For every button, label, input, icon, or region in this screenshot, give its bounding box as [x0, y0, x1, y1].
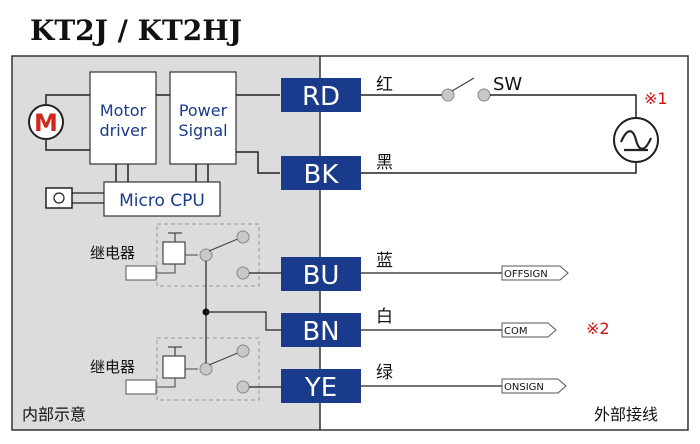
terminal-bu-code: BU — [303, 261, 340, 291]
output-arrow-onsign — [501, 378, 567, 394]
motor-lead-bottom — [45, 139, 90, 151]
relay-1-label: 继电器 — [90, 244, 135, 262]
page-title: KT2J / KT2HJ — [30, 14, 242, 47]
sensor-box — [45, 187, 73, 209]
relay-1 — [125, 223, 260, 287]
rd-line-b — [490, 94, 637, 118]
relay-2-label: 继电器 — [90, 358, 135, 376]
terminal-bk-code: BK — [304, 160, 340, 190]
wire-label-green: 绿 — [376, 363, 393, 383]
terminal-bu: BU — [281, 257, 361, 291]
wire-to-bk — [236, 151, 280, 174]
power-signal-label-2: Signal — [178, 121, 227, 140]
terminal-rd-code: RD — [302, 82, 340, 112]
terminal-ye-code: YE — [304, 373, 337, 403]
power-signal-label-1: Power — [179, 101, 228, 120]
output-offsign: OFFSIGN — [504, 269, 548, 280]
output-arrow-offsign — [501, 265, 569, 281]
wire-label-red: 红 — [376, 75, 393, 95]
output-arrow-com — [501, 322, 557, 338]
power-signal-block — [169, 71, 237, 165]
internal-label: 内部示意 — [22, 405, 86, 424]
terminal-rd: RD — [281, 78, 361, 112]
wire-label-blue: 蓝 — [376, 251, 393, 271]
diagram-frame — [11, 55, 689, 431]
switch-blade — [451, 77, 475, 92]
motor-symbol: M — [34, 109, 58, 137]
micro-cpu-label: Micro CPU — [119, 191, 205, 211]
motor-driver-label-1: Motor — [100, 101, 147, 120]
motor-lead-top — [45, 94, 90, 105]
bk-line — [361, 162, 637, 174]
external-label: 外部接线 — [594, 405, 658, 424]
terminal-bn-code: BN — [302, 317, 339, 347]
wire-label-black: 黑 — [376, 153, 393, 173]
output-onsign: ONSIGN — [504, 382, 544, 393]
note-1: ※1 — [644, 89, 668, 108]
switch-label: SW — [493, 74, 522, 95]
terminal-ye: YE — [281, 369, 361, 403]
relay-common-to-bn — [206, 311, 281, 331]
switch-contact-right — [477, 88, 491, 102]
note-2: ※2 — [586, 319, 610, 338]
terminal-bn: BN — [281, 313, 361, 347]
terminal-bk: BK — [281, 156, 361, 190]
micro-cpu-block — [103, 181, 221, 217]
motor-driver-label-2: driver — [99, 121, 146, 140]
switch-contact-left — [441, 88, 455, 102]
sensor-icon — [53, 192, 65, 204]
wire-label-white: 白 — [376, 307, 393, 327]
output-com: COM — [504, 326, 527, 337]
motor-driver-block — [89, 71, 157, 165]
ac-wave — [619, 130, 653, 150]
